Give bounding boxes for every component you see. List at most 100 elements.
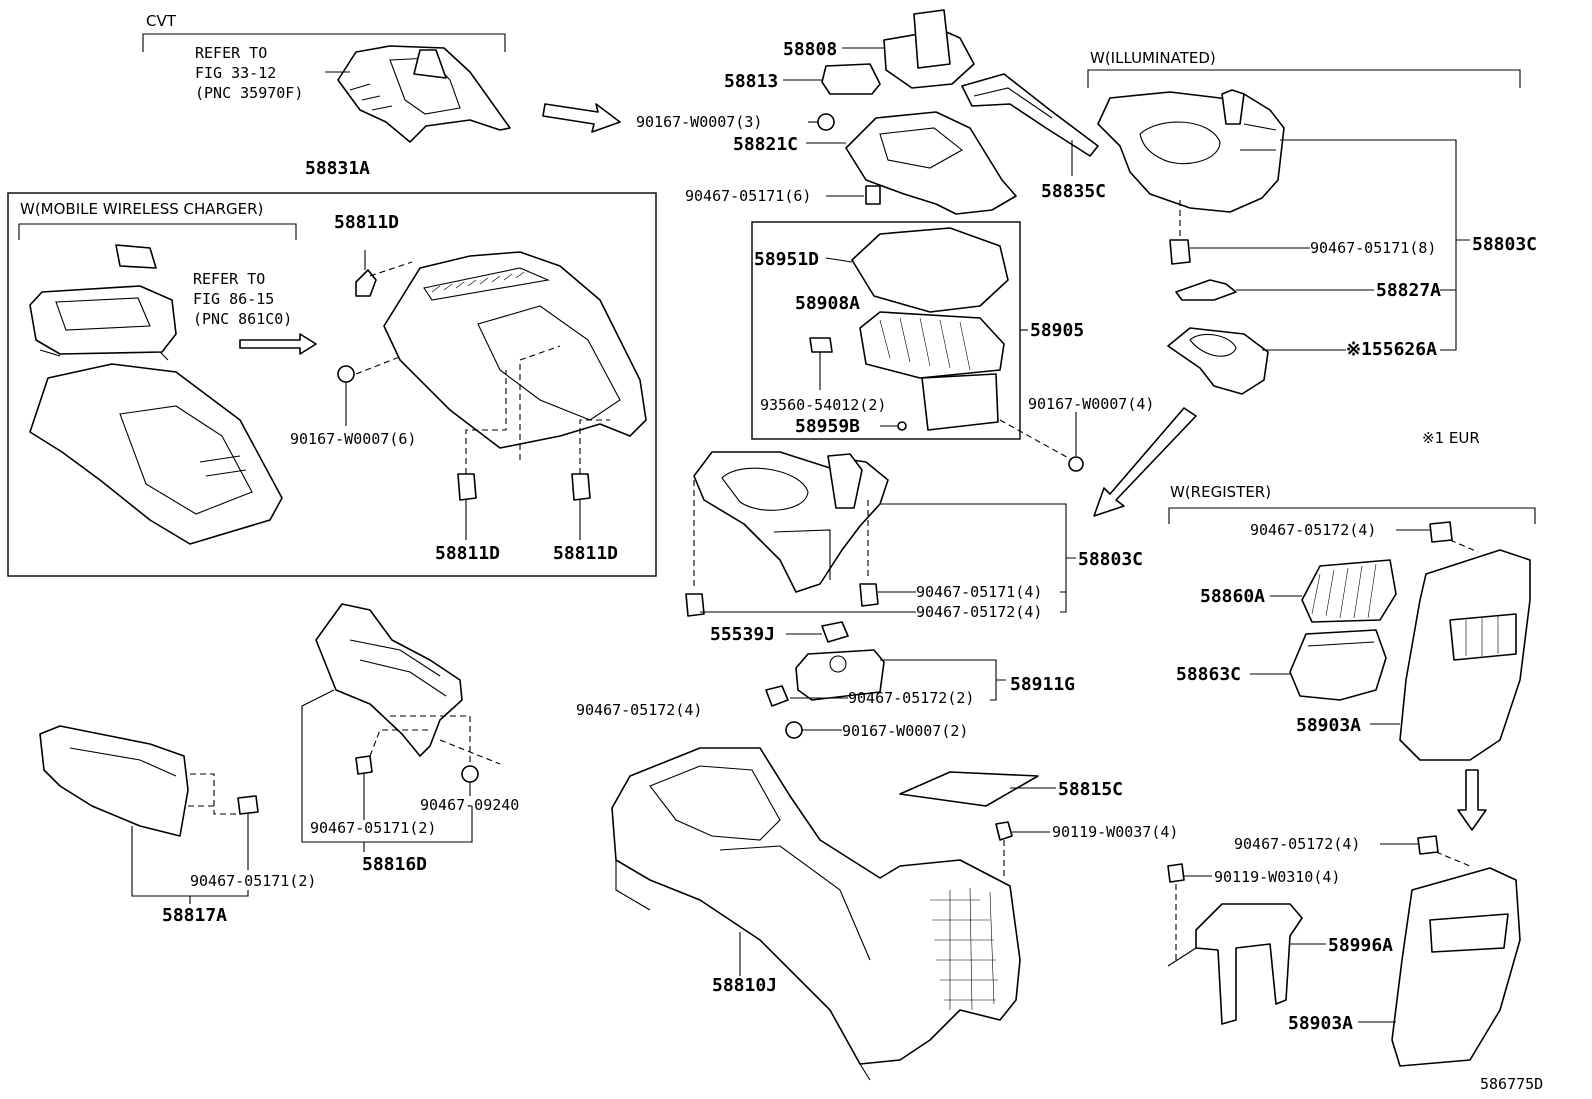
arrow-diagonal [1093, 407, 1197, 517]
label-90119-w0037-4: 90119-W0037(4) [1052, 823, 1178, 841]
knob-switch-drawing [821, 63, 881, 95]
arrow-down [1457, 769, 1487, 831]
header-register: W(REGISTER) [1170, 483, 1271, 501]
clip-icon [685, 593, 705, 617]
armrest-lid-drawing [851, 227, 1009, 313]
cvt-shift-bezel-drawing [337, 45, 511, 143]
label-58905: 58905 [1030, 320, 1084, 341]
bolt-icon [1167, 863, 1185, 883]
clip-icon [1417, 835, 1439, 855]
header-cvt: CVT [146, 12, 177, 30]
label-58821c: 58821C [733, 134, 798, 155]
label-58863c: 58863C [1176, 664, 1241, 685]
bracket-register [1168, 507, 1536, 524]
label-90467-05172-4-bot: 90467-05172(4) [1234, 835, 1360, 853]
label-58903a-top: 58903A [1296, 715, 1361, 736]
label-90467-05172-4-left: 90467-05172(4) [576, 701, 702, 719]
bracket-charger [18, 223, 297, 240]
label-55626a: ※155626A [1346, 339, 1437, 360]
bracket-illuminated [1087, 69, 1521, 88]
cup-holder-58803c-drawing [693, 451, 889, 593]
label-58908a: 58908A [795, 293, 860, 314]
screw-icon [1068, 456, 1084, 472]
armrest-base-drawing [859, 311, 1005, 431]
label-90467-05172-2: 90467-05172(2) [848, 689, 974, 707]
label-90467-05172-4-reg: 90467-05172(4) [1250, 521, 1376, 539]
label-58951d: 58951D [754, 249, 819, 270]
label-58860a: 58860A [1200, 586, 1265, 607]
rear-panel-58903a-bottom-drawing [1391, 867, 1521, 1067]
shift-boot-drawing [883, 9, 975, 89]
label-58811d-left: 58811D [435, 543, 500, 564]
console-side-panel-drawing [337, 251, 647, 501]
label-90167-w0007-6: 90167-W0007(6) [290, 430, 416, 448]
label-58813: 58813 [724, 71, 778, 92]
header-illuminated: W(ILLUMINATED) [1090, 49, 1216, 67]
label-58816d: 58816D [362, 854, 427, 875]
label-58835c: 58835C [1041, 181, 1106, 202]
label-90167-w0007-2: 90167-W0007(2) [842, 722, 968, 740]
label-58817a: 58817A [162, 905, 227, 926]
label-58810j: 58810J [712, 975, 777, 996]
label-90467-05172-4-mid: 90467-05172(4) [916, 603, 1042, 621]
label-58827a: 58827A [1376, 280, 1441, 301]
clip-icon [859, 583, 879, 607]
arrow-cvt-right [542, 103, 621, 133]
label-90467-05171-4: 90467-05171(4) [916, 583, 1042, 601]
bracket-cvt [142, 33, 506, 52]
shift-panel-drawing [845, 111, 1017, 215]
label-90119-w0310-4: 90119-W0310(4) [1214, 868, 1340, 886]
note-eur: ※1 EUR [1422, 429, 1480, 447]
label-55539j: 55539J [710, 624, 775, 645]
figure-id: 586775D [1480, 1075, 1543, 1093]
clip-icon [765, 685, 789, 707]
reference-charger: REFER TO FIG 86-15 (PNC 861C0) [193, 270, 292, 328]
charger-module-drawing [29, 244, 177, 361]
label-58903a-bottom: 58903A [1288, 1013, 1353, 1034]
label-58803c-mid: 58803C [1078, 549, 1143, 570]
mat-58827a [1175, 279, 1237, 301]
screw-icon [817, 113, 835, 131]
clip-icon [1429, 521, 1453, 543]
main-console-drawing [611, 747, 1021, 1081]
label-90467-05171-2-a: 90467-05171(2) [310, 819, 436, 837]
label-90167-w0007-4: 90167-W0007(4) [1028, 395, 1154, 413]
label-58803c-top: 58803C [1472, 234, 1537, 255]
label-90467-05171-6: 90467-05171(6) [685, 187, 811, 205]
register-vent-58860a-drawing [1301, 559, 1397, 623]
label-58811d-top: 58811D [334, 212, 399, 233]
label-58815c: 58815C [1058, 779, 1123, 800]
tray-58911g-drawing [795, 649, 885, 701]
trim-strip-drawing [961, 73, 1099, 157]
cover-55539j [821, 621, 849, 643]
label-90467-05171-2-b: 90467-05171(2) [190, 872, 316, 890]
header-mobile-wireless-charger: W(MOBILE WIRELESS CHARGER) [20, 200, 263, 218]
label-58811d-right: 58811D [553, 543, 618, 564]
label-90467-05171-8: 90467-05171(8) [1310, 239, 1436, 257]
charger-bezel-drawing [29, 363, 283, 545]
charger-box [7, 192, 657, 577]
cup-holder-55626a-drawing [1167, 327, 1269, 395]
label-90167-w0007-3: 90167-W0007(3) [636, 113, 762, 131]
bolt-icon [995, 821, 1013, 841]
screw-icon [785, 721, 803, 739]
bracket-58996a-drawing [1167, 903, 1303, 1025]
arrow-charger-right [239, 333, 317, 355]
label-58808: 58808 [783, 39, 837, 60]
rear-panel-58903a-top-drawing [1399, 549, 1531, 761]
label-58959b: 58959B [795, 416, 860, 437]
label-58831a: 58831A [305, 158, 370, 179]
label-58911g: 58911G [1010, 674, 1075, 695]
side-panel-58816d-drawing [315, 603, 479, 783]
label-58996a: 58996A [1328, 935, 1393, 956]
label-93560-54012-2: 93560-54012(2) [760, 396, 886, 414]
illuminated-console-drawing [1097, 89, 1285, 213]
reference-cvt: REFER TO FIG 33-12 (PNC 35970F) [195, 44, 303, 102]
pocket-58863c-drawing [1289, 629, 1387, 701]
mat-58815c [899, 771, 1039, 807]
label-90467-09240: 90467-09240 [420, 796, 519, 814]
side-panel-58817a-drawing [39, 725, 259, 837]
bracket-58908a [809, 337, 833, 353]
clip-icon [1169, 239, 1191, 265]
